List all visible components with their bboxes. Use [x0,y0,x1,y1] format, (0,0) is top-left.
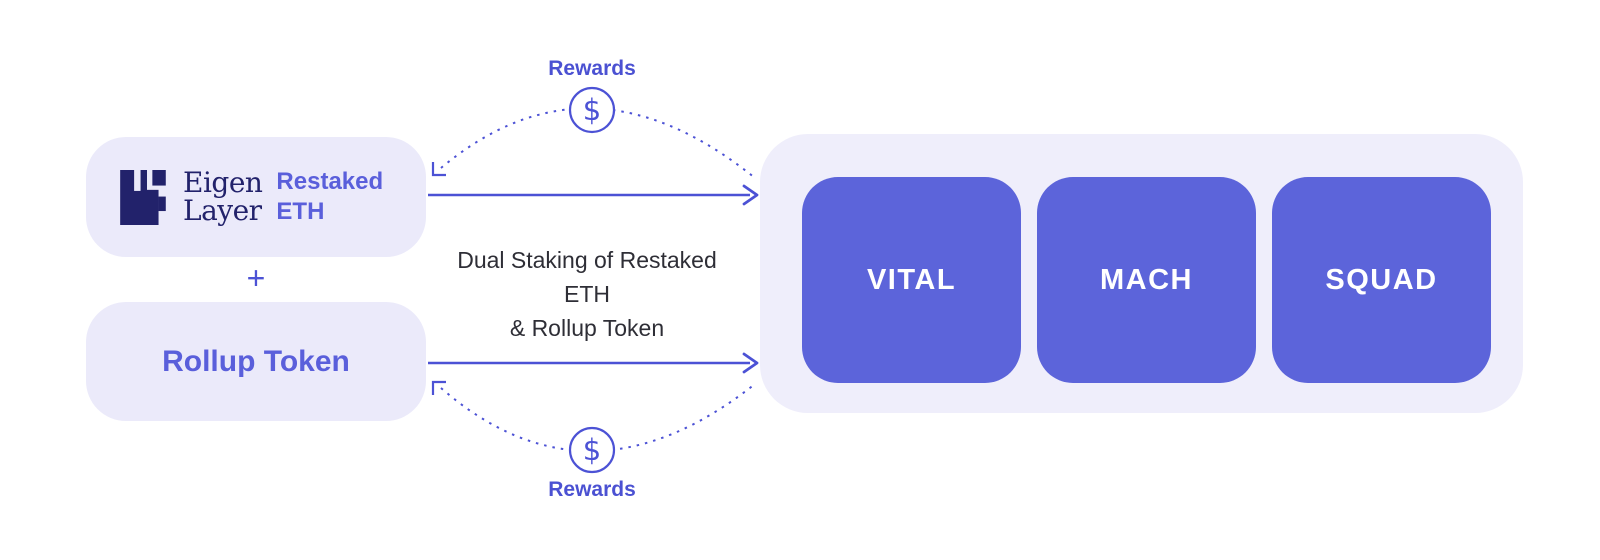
staking-arrow-bottom-head-icon [742,352,759,374]
restaked-eth-label: Restaked ETH [276,168,384,225]
eigenlayer-logo-icon [120,169,166,225]
svg-text:$: $ [583,433,601,467]
svg-text:$: $ [583,93,601,127]
eigenlayer-wordmark-line2: Layer [183,194,262,227]
rewards-arc-top [440,107,756,179]
plus-sign: + [246,260,266,296]
rewards-label-top: Rewards [548,57,636,80]
rollup-token-label: Rollup Token [162,344,350,378]
avs-box-squad-label: SQUAD [1325,263,1438,296]
avs-box-mach: MACH [1037,177,1256,383]
eigenlayer-wordmark: Eigen Layer [183,166,263,227]
avs-box-vital: VITAL [802,177,1021,383]
rewards-arc-bottom-head-icon [431,380,446,395]
caption-line2: & Rollup Token [509,315,665,341]
rewards-arc-bottom [440,383,756,452]
rewards-arc-top-head-icon [431,162,446,177]
rewards-label-bottom: Rewards [548,478,636,501]
caption-line1: Dual Staking of Restaked ETH [457,247,717,307]
avs-box-vital-label: VITAL [866,263,957,296]
rollup-token-box: Rollup Token [86,302,426,421]
dual-staking-caption: Dual Staking of Restaked ETH & Rollup To… [432,243,742,345]
eigenlayer-wordmark-line1: Eigen [183,166,263,199]
avs-container: VITAL MACH SQUAD [760,134,1523,413]
dollar-coin-top-icon: $ [568,86,616,134]
staking-arrow-top-head-icon [742,184,759,206]
dollar-coin-bottom-icon: $ [568,426,616,474]
restaked-eth-box: Eigen Layer Restaked ETH [86,137,426,257]
avs-box-squad: SQUAD [1272,177,1491,383]
avs-box-mach-label: MACH [1100,263,1193,296]
